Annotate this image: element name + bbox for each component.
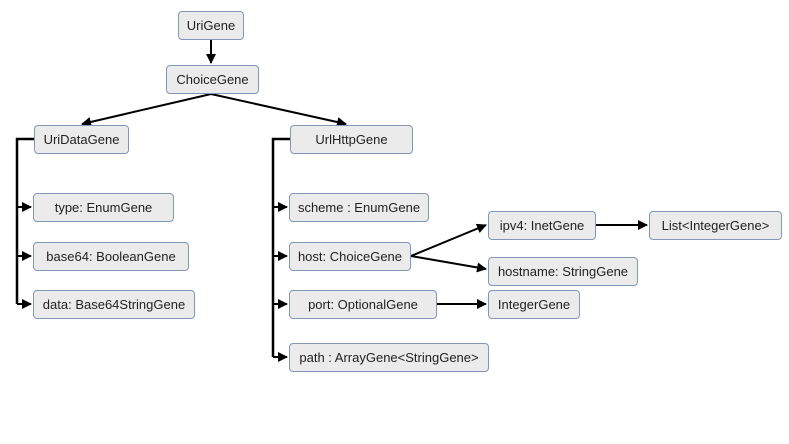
edge-choicegene-urlhttpgene: [210, 93, 347, 127]
edge-uridatagene-bus: [15, 137, 34, 304]
node-integergene: IntegerGene: [488, 290, 580, 319]
node-urlhttpgene: UrlHttpGene: [290, 125, 413, 154]
edge-choicegene-uridatagene: [81, 93, 212, 127]
edge-urlhttpgene-bus: [271, 137, 290, 357]
node-host: host: ChoiceGene: [289, 242, 411, 271]
node-base64: base64: BooleanGene: [33, 242, 189, 271]
node-uridatagene: UriDataGene: [34, 125, 129, 154]
node-scheme: scheme : EnumGene: [289, 193, 429, 222]
node-list: List<IntegerGene>: [649, 211, 782, 240]
node-urigene: UriGene: [178, 11, 244, 40]
node-path: path : ArrayGene<StringGene>: [289, 343, 489, 372]
node-ipv4: ipv4: InetGene: [488, 211, 596, 240]
node-data: data: Base64StringGene: [33, 290, 195, 319]
node-choicegene: ChoiceGene: [166, 65, 259, 94]
edge-host-ipv4: [410, 223, 487, 257]
node-type: type: EnumGene: [33, 193, 174, 222]
node-hostname: hostname: StringGene: [488, 257, 638, 286]
node-port: port: OptionalGene: [289, 290, 437, 319]
edge-host-hostname: [410, 255, 487, 273]
